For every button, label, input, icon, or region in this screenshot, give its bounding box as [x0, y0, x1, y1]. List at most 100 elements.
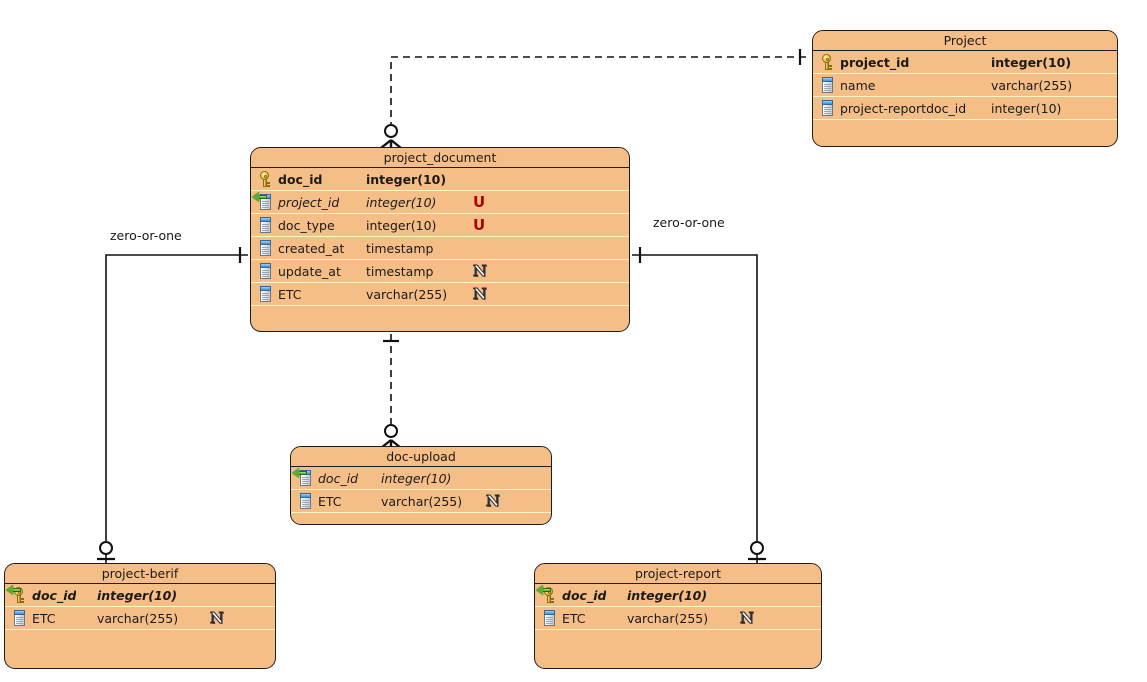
attribute-row[interactable]: ETC varchar(255) N [251, 283, 629, 306]
attribute-name: doc_id [562, 587, 607, 603]
column-icon [816, 75, 840, 95]
attribute-row[interactable]: name varchar(255) [813, 74, 1117, 97]
unique-constraint-marker: U [473, 192, 486, 211]
relationship-label-left: zero-or-one [110, 228, 182, 243]
entity-doc-upload[interactable]: doc-upload doc_id integer(10) ETC varchar(25… [290, 446, 552, 525]
entity-title-project-berif: project-berif [5, 564, 275, 584]
attribute-name: ETC [562, 610, 586, 626]
column-icon [10, 609, 28, 627]
entity-project[interactable]: Project project_id integer(10) name varchar(… [812, 30, 1118, 147]
nullable-marker: N [210, 608, 225, 627]
attribute-row[interactable]: project-reportdoc_id integer(10) [813, 97, 1117, 120]
column-icon [816, 98, 840, 118]
attribute-name: project_id [278, 194, 340, 210]
attribute-row[interactable]: doc_id integer(10) [251, 168, 629, 191]
attribute-row[interactable]: ETC varchar(255) N [5, 607, 275, 630]
column-icon [256, 239, 274, 257]
entity-project-berif[interactable]: project-berif doc_id integer(10) ETC varchar… [4, 563, 276, 669]
primary-key-icon [254, 169, 278, 189]
attribute-type: integer(10) [366, 194, 437, 210]
column-icon [256, 285, 274, 303]
edge-project-document-to-project-report[interactable] [632, 247, 766, 563]
attribute-type: varchar(255) [97, 610, 179, 626]
attribute-list: doc_id integer(10) ETC varchar(255) N [291, 467, 551, 513]
column-icon [538, 608, 562, 628]
attribute-type: integer(10) [366, 217, 437, 233]
attribute-type: varchar(255) [381, 493, 463, 509]
column-icon [8, 608, 32, 628]
attribute-name: doc_id [318, 470, 359, 486]
column-icon [296, 492, 314, 510]
attribute-type: integer(10) [991, 100, 1062, 116]
unique-constraint-marker: U [473, 215, 486, 234]
primary-key-icon [818, 53, 836, 71]
attribute-type: integer(10) [97, 587, 178, 603]
relationship-label-right: zero-or-one [653, 215, 725, 230]
entity-title-project: Project [813, 31, 1117, 51]
primary-key-icon [816, 52, 840, 72]
foreign-primary-key-icon [536, 585, 562, 605]
attribute-name: doc_id [32, 587, 77, 603]
nullable-marker: N [486, 491, 501, 510]
attribute-row[interactable]: doc_id integer(10) [535, 584, 821, 607]
attribute-type: integer(10) [366, 171, 447, 187]
attribute-type: integer(10) [381, 470, 452, 486]
attribute-name: ETC [32, 610, 56, 626]
entity-title-project-report: project-report [535, 564, 821, 584]
foreign-key-arrow-icon [536, 585, 552, 596]
attribute-type: varchar(255) [991, 77, 1073, 93]
attribute-name: ETC [318, 493, 342, 509]
column-icon [818, 99, 836, 117]
attribute-name: project-reportdoc_id [840, 100, 967, 116]
attribute-type: integer(10) [991, 54, 1072, 70]
attribute-list: doc_id integer(10) ETC varchar(255) N [5, 584, 275, 630]
foreign-primary-key-icon [6, 585, 32, 605]
column-icon [254, 215, 278, 235]
attribute-type: timestamp [366, 240, 434, 256]
primary-key-icon [256, 170, 274, 188]
attribute-name: update_at [278, 263, 341, 279]
entity-title-project_document: project_document [251, 148, 629, 168]
foreign-key-icon [252, 192, 278, 212]
attribute-name: ETC [278, 286, 302, 302]
column-icon [294, 491, 318, 511]
attribute-row[interactable]: doc_type integer(10) U [251, 214, 629, 237]
attribute-name: doc_type [278, 217, 335, 233]
column-icon [540, 609, 558, 627]
entity-title-doc-upload: doc-upload [291, 447, 551, 467]
attribute-name: doc_id [278, 171, 323, 187]
column-icon [254, 284, 278, 304]
attribute-row[interactable]: doc_id integer(10) [5, 584, 275, 607]
attribute-list: project_id integer(10) name varchar(255) pro… [813, 51, 1117, 120]
column-icon [254, 261, 278, 281]
nullable-marker: N [473, 284, 488, 303]
attribute-type: varchar(255) [366, 286, 448, 302]
edge-project-document-to-doc-upload[interactable] [380, 334, 402, 449]
edge-project-to-project-document[interactable] [380, 49, 806, 149]
column-icon [818, 76, 836, 94]
attribute-row[interactable]: project_id integer(10) [813, 51, 1117, 74]
foreign-key-arrow-icon [6, 585, 22, 596]
attribute-row[interactable]: created_at timestamp [251, 237, 629, 260]
attribute-name: project_id [840, 54, 910, 70]
attribute-row[interactable]: doc_id integer(10) [291, 467, 551, 490]
nullable-marker: N [740, 608, 755, 627]
attribute-type: integer(10) [627, 587, 708, 603]
attribute-row[interactable]: project_id integer(10) U [251, 191, 629, 214]
attribute-name: name [840, 77, 876, 93]
edge-project-document-to-project-berif[interactable] [97, 247, 248, 563]
attribute-name: created_at [278, 240, 345, 256]
foreign-key-arrow-icon [292, 468, 308, 479]
attribute-row[interactable]: ETC varchar(255) N [291, 490, 551, 513]
column-icon [256, 262, 274, 280]
nullable-marker: N [473, 261, 488, 280]
foreign-key-arrow-icon [252, 192, 268, 203]
foreign-key-icon [292, 468, 318, 488]
